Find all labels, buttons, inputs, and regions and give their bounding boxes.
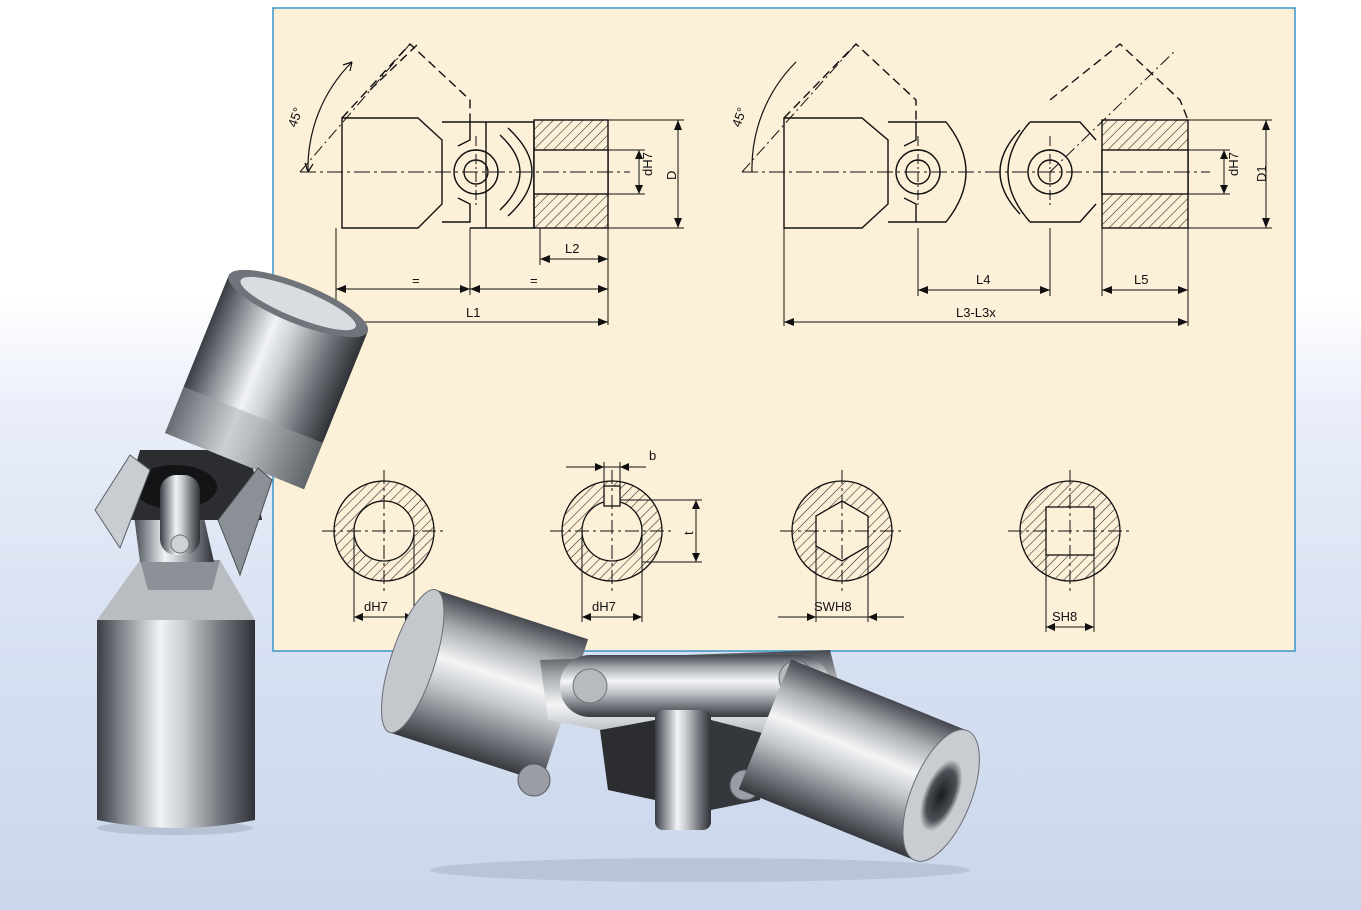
single-half-right-label: = <box>530 273 538 288</box>
single-half-left-label: = <box>412 273 420 288</box>
double-angle-label: 45° <box>729 105 750 129</box>
bore-section-square <box>1008 470 1132 632</box>
keyway-depth-label: t <box>681 531 696 535</box>
hex-bore-label: SWH8 <box>814 599 852 614</box>
bore-section-hex <box>778 470 904 622</box>
round-bore-label: dH7 <box>364 599 388 614</box>
bore-section-keyway <box>550 462 702 622</box>
single-length-label: L1 <box>466 305 480 320</box>
single-bore-label: dH7 <box>640 152 655 176</box>
square-bore-label: SH8 <box>1052 609 1077 624</box>
drawing-panel <box>272 7 1296 652</box>
single-joint-drawing <box>299 43 684 325</box>
double-bore-label: dH7 <box>1226 152 1241 176</box>
double-joint-arrows <box>784 120 1270 326</box>
vertical-joint-photo <box>94 269 369 835</box>
double-hub-label: L5 <box>1134 272 1148 287</box>
keyway-bore-label: dH7 <box>592 599 616 614</box>
single-angle-label: 45° <box>285 105 306 129</box>
horizontal-joint-photo <box>381 588 980 882</box>
double-joint-drawing <box>741 43 1272 326</box>
keyway-width-label: b <box>649 448 656 463</box>
single-outer-label: D <box>664 171 679 180</box>
single-hub-label: L2 <box>565 241 579 256</box>
bore-section-round <box>322 470 446 622</box>
double-outer-label: D1 <box>1254 165 1269 182</box>
single-joint-arrows <box>336 120 682 326</box>
double-center-label: L4 <box>976 272 990 287</box>
double-length-label: L3-L3x <box>956 305 996 320</box>
